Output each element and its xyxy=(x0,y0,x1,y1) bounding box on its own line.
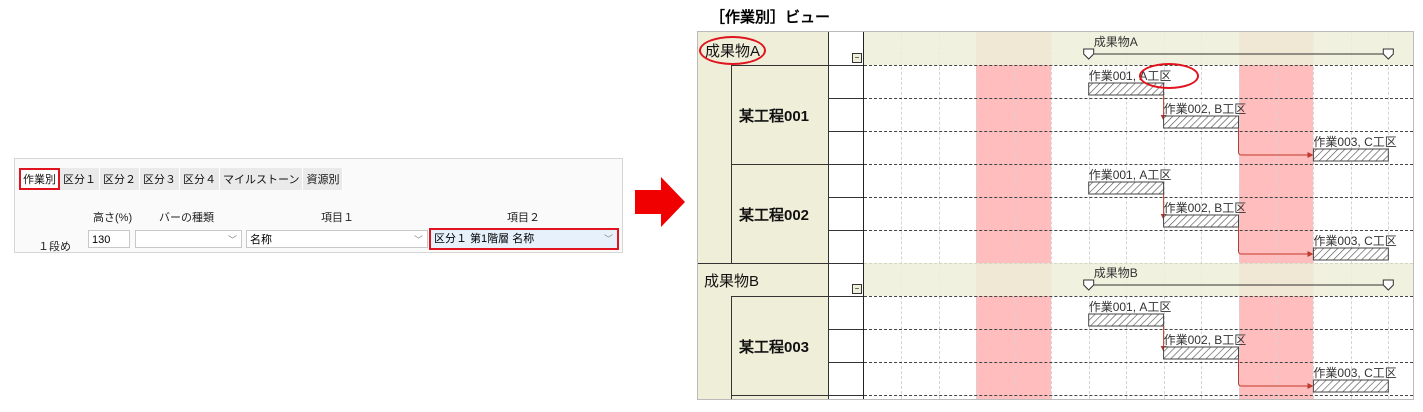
grid-line xyxy=(1051,32,1053,399)
tab-category-3[interactable]: 区分３ xyxy=(140,168,180,190)
view-title: ［作業別］ビュー xyxy=(710,9,831,26)
chevron-down-icon: ﹀ xyxy=(227,235,237,245)
process-cell xyxy=(731,296,829,396)
highlight-ellipse xyxy=(1138,63,1199,89)
task-label: 作業003, C工区 xyxy=(1313,135,1397,149)
collapse-toggle-icon[interactable]: − xyxy=(852,53,862,63)
task-label: 作業001, A工区 xyxy=(1088,300,1172,314)
grid-line xyxy=(901,32,903,399)
row-divider xyxy=(864,395,1413,396)
tab-category-4[interactable]: 区分４ xyxy=(180,168,220,190)
height-input[interactable]: 130 xyxy=(88,230,130,248)
row-checkbox-cell[interactable] xyxy=(829,98,864,131)
row-checkbox-cell[interactable] xyxy=(829,329,864,362)
task-label: 作業002, B工区 xyxy=(1163,201,1247,215)
row-divider xyxy=(864,362,1413,363)
grid-line xyxy=(1088,32,1090,399)
deliverable-row-bg xyxy=(864,263,1413,296)
row-checkbox-cell[interactable] xyxy=(829,131,864,164)
item2-value: 区分１ 第1階層 名称 xyxy=(434,233,535,245)
row-divider xyxy=(864,230,1413,231)
item2-select[interactable]: 区分１ 第1階層 名称 ﹀ xyxy=(429,228,619,250)
deliverable-name: 成果物B xyxy=(704,273,760,290)
item1-select[interactable]: 名称 ﹀ xyxy=(246,230,428,248)
process-cell xyxy=(731,395,829,399)
height-header: 高さ(%) xyxy=(93,212,133,224)
item1-header: 項目１ xyxy=(321,212,354,224)
tab-category-2[interactable]: 区分２ xyxy=(100,168,140,190)
chart-left-border xyxy=(863,32,864,399)
task-label: 作業002, B工区 xyxy=(1163,102,1247,116)
grid-line xyxy=(1013,32,1015,399)
deliverable-name: 成果物A xyxy=(699,36,767,65)
holiday-band xyxy=(976,32,1052,399)
row-divider xyxy=(864,65,1413,66)
item1-value: 名称 xyxy=(250,234,272,246)
chevron-down-icon: ﹀ xyxy=(603,234,613,244)
label-column-border xyxy=(828,32,829,399)
milestone-label: 成果物A xyxy=(1093,35,1138,49)
row-checkbox-cell[interactable] xyxy=(829,164,864,197)
row-checkbox-cell[interactable] xyxy=(829,197,864,230)
deliverable-row-bg xyxy=(864,32,1413,65)
deliverable-divider xyxy=(698,263,864,264)
tab-milestone[interactable]: マイルストーン xyxy=(220,168,304,190)
grid-line xyxy=(1275,32,1277,399)
tab-by-resource[interactable]: 資源別 xyxy=(303,168,344,190)
collapse-toggle-icon[interactable]: − xyxy=(852,284,862,294)
grid-line xyxy=(1126,32,1128,399)
row-divider xyxy=(864,98,1413,99)
row-divider xyxy=(864,131,1413,132)
tab-category-1[interactable]: 区分１ xyxy=(60,168,100,190)
milestone-label: 成果物B xyxy=(1093,266,1138,280)
row-checkbox-cell[interactable] xyxy=(829,296,864,329)
task-label: 作業003, C工区 xyxy=(1313,366,1397,380)
bar-type-header: バーの種類 xyxy=(159,212,214,224)
process-cell xyxy=(731,65,829,165)
task-label: 作業002, B工区 xyxy=(1163,333,1247,347)
bar-type-select[interactable]: ﹀ xyxy=(135,230,242,248)
right-arrow-icon xyxy=(635,177,685,227)
process-name: 某工程001 xyxy=(739,107,810,125)
task-label: 作業003, C工区 xyxy=(1313,234,1397,248)
grid-line xyxy=(1350,32,1352,399)
item2-header: 項目２ xyxy=(507,212,540,224)
chevron-down-icon: ﹀ xyxy=(413,235,423,245)
row-divider xyxy=(864,329,1413,330)
row-divider xyxy=(864,197,1413,198)
grid-line xyxy=(938,32,940,399)
process-name: 某工程002 xyxy=(739,206,810,224)
task-label: 作業001, A工区 xyxy=(1088,168,1172,182)
bar-settings-panel: 作業別 区分１ 区分２ 区分３ 区分４ マイルストーン 資源別 高さ(%) バー… xyxy=(14,158,623,253)
row-checkbox-cell[interactable] xyxy=(829,395,864,399)
row-checkbox-cell[interactable] xyxy=(829,230,864,263)
tab-by-task[interactable]: 作業別 xyxy=(19,168,60,190)
grid-line xyxy=(976,32,978,399)
process-cell xyxy=(731,164,829,264)
row-divider xyxy=(864,164,1413,165)
row-checkbox-cell[interactable] xyxy=(829,362,864,395)
row-divider xyxy=(864,296,1413,297)
row-checkbox-cell[interactable] xyxy=(829,65,864,98)
grid-line xyxy=(1388,32,1390,399)
grid-line xyxy=(1313,32,1315,399)
process-name: 某工程003 xyxy=(739,338,810,356)
settings-tabs: 作業別 区分１ 区分２ 区分３ 区分４ マイルストーン 資源別 xyxy=(19,168,344,190)
row-label: １段め xyxy=(38,241,71,253)
